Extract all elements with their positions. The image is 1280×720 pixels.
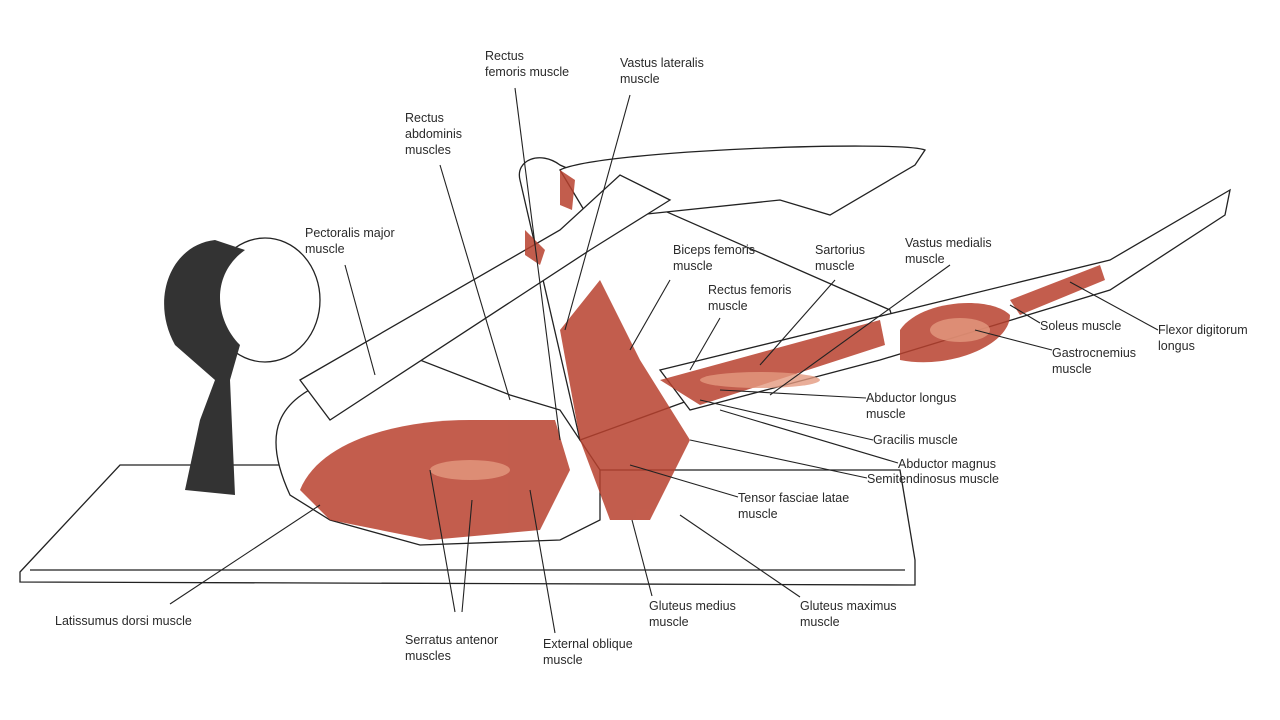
label-external-oblique: External oblique muscle bbox=[543, 636, 633, 668]
muscle-shading bbox=[300, 170, 1105, 540]
label-line: Rectus femoris bbox=[708, 283, 792, 297]
label-line: Rectus bbox=[485, 49, 524, 63]
label-line: abdominis bbox=[405, 127, 462, 141]
label-line: muscle bbox=[866, 407, 906, 421]
exercise-mat bbox=[19, 464, 916, 586]
label-line: Flexor digitorum bbox=[1158, 323, 1248, 337]
muscle-highlights bbox=[430, 318, 990, 480]
label-line: Soleus muscle bbox=[1040, 319, 1122, 333]
label-line: External oblique bbox=[543, 637, 633, 651]
label-gracilis: Gracilis muscle bbox=[873, 432, 958, 448]
label-line: Tensor fasciae latae bbox=[738, 491, 850, 505]
label-gluteus-medius: Gluteus medius muscle bbox=[649, 598, 736, 630]
label-line: muscle bbox=[1052, 362, 1092, 376]
label-line: Gluteus maximus bbox=[800, 599, 897, 613]
label-sartorius: Sartorius muscle bbox=[815, 242, 865, 274]
label-line: Rectus bbox=[405, 111, 444, 125]
label-serratus-anterior: Serratus antenor muscles bbox=[405, 632, 498, 664]
label-line: Biceps femoris bbox=[673, 243, 755, 257]
label-line: muscle bbox=[708, 299, 748, 313]
label-line: Abductor magnus bbox=[898, 457, 996, 471]
label-gluteus-maximus: Gluteus maximus muscle bbox=[800, 598, 897, 630]
label-pectoralis-major: Pectoralis major muscle bbox=[305, 225, 395, 257]
label-rectus-abdominis: Rectus abdominis muscles bbox=[405, 110, 462, 158]
label-biceps-femoris: Biceps femoris muscle bbox=[673, 242, 755, 274]
label-line: Gracilis muscle bbox=[873, 433, 958, 447]
label-line: longus bbox=[1158, 339, 1195, 353]
hair bbox=[164, 240, 245, 495]
label-line: femoris muscle bbox=[485, 65, 570, 79]
label-line: muscle bbox=[905, 252, 945, 266]
label-rectus-femoris-mid: Rectus femoris muscle bbox=[708, 282, 791, 314]
label-line: muscle bbox=[673, 259, 713, 273]
label-line: muscle bbox=[815, 259, 855, 273]
label-vastus-medialis: Vastus medialis muscle bbox=[905, 235, 992, 267]
label-soleus: Soleus muscle bbox=[1040, 318, 1121, 334]
label-latissimus-dorsi: Latissumus dorsi muscle bbox=[55, 613, 192, 629]
label-line: Pectoralis major bbox=[305, 226, 395, 240]
label-line: muscle bbox=[738, 507, 778, 521]
label-line: muscle bbox=[800, 615, 840, 629]
label-abductor-magnus: Abductor magnus bbox=[898, 456, 996, 472]
label-abductor-longus: Abductor longus muscle bbox=[866, 390, 956, 422]
label-line: Vastus medialis bbox=[905, 236, 992, 250]
label-line: muscles bbox=[405, 143, 451, 157]
label-line: Vastus lateralis bbox=[620, 56, 704, 70]
label-line: Gluteus medius bbox=[649, 599, 736, 613]
label-semitendinosus: Semitendinosus muscle bbox=[867, 471, 999, 487]
label-line: Semitendinosus muscle bbox=[867, 472, 1000, 486]
label-flexor-digitorum: Flexor digitorum longus bbox=[1158, 322, 1248, 354]
label-line: muscle bbox=[620, 72, 660, 86]
label-line: muscle bbox=[305, 242, 345, 256]
label-line: Gastrocnemius bbox=[1052, 346, 1137, 360]
label-tensor-fasciae-latae: Tensor fasciae latae muscle bbox=[738, 490, 849, 522]
label-line: Sartorius bbox=[815, 243, 866, 257]
label-line: Serratus antenor bbox=[405, 633, 499, 647]
label-line: muscle bbox=[649, 615, 689, 629]
leader-lines bbox=[169, 87, 1159, 634]
label-line: Latissumus dorsi muscle bbox=[55, 614, 192, 628]
label-line: muscle bbox=[543, 653, 583, 667]
label-rectus-femoris-top: Rectus femoris muscle bbox=[485, 48, 569, 80]
label-vastus-lateralis: Vastus lateralis muscle bbox=[620, 55, 704, 87]
label-line: muscles bbox=[405, 649, 451, 663]
label-gastrocnemius: Gastrocnemius muscle bbox=[1052, 345, 1136, 377]
label-line: Abductor longus bbox=[866, 391, 957, 405]
